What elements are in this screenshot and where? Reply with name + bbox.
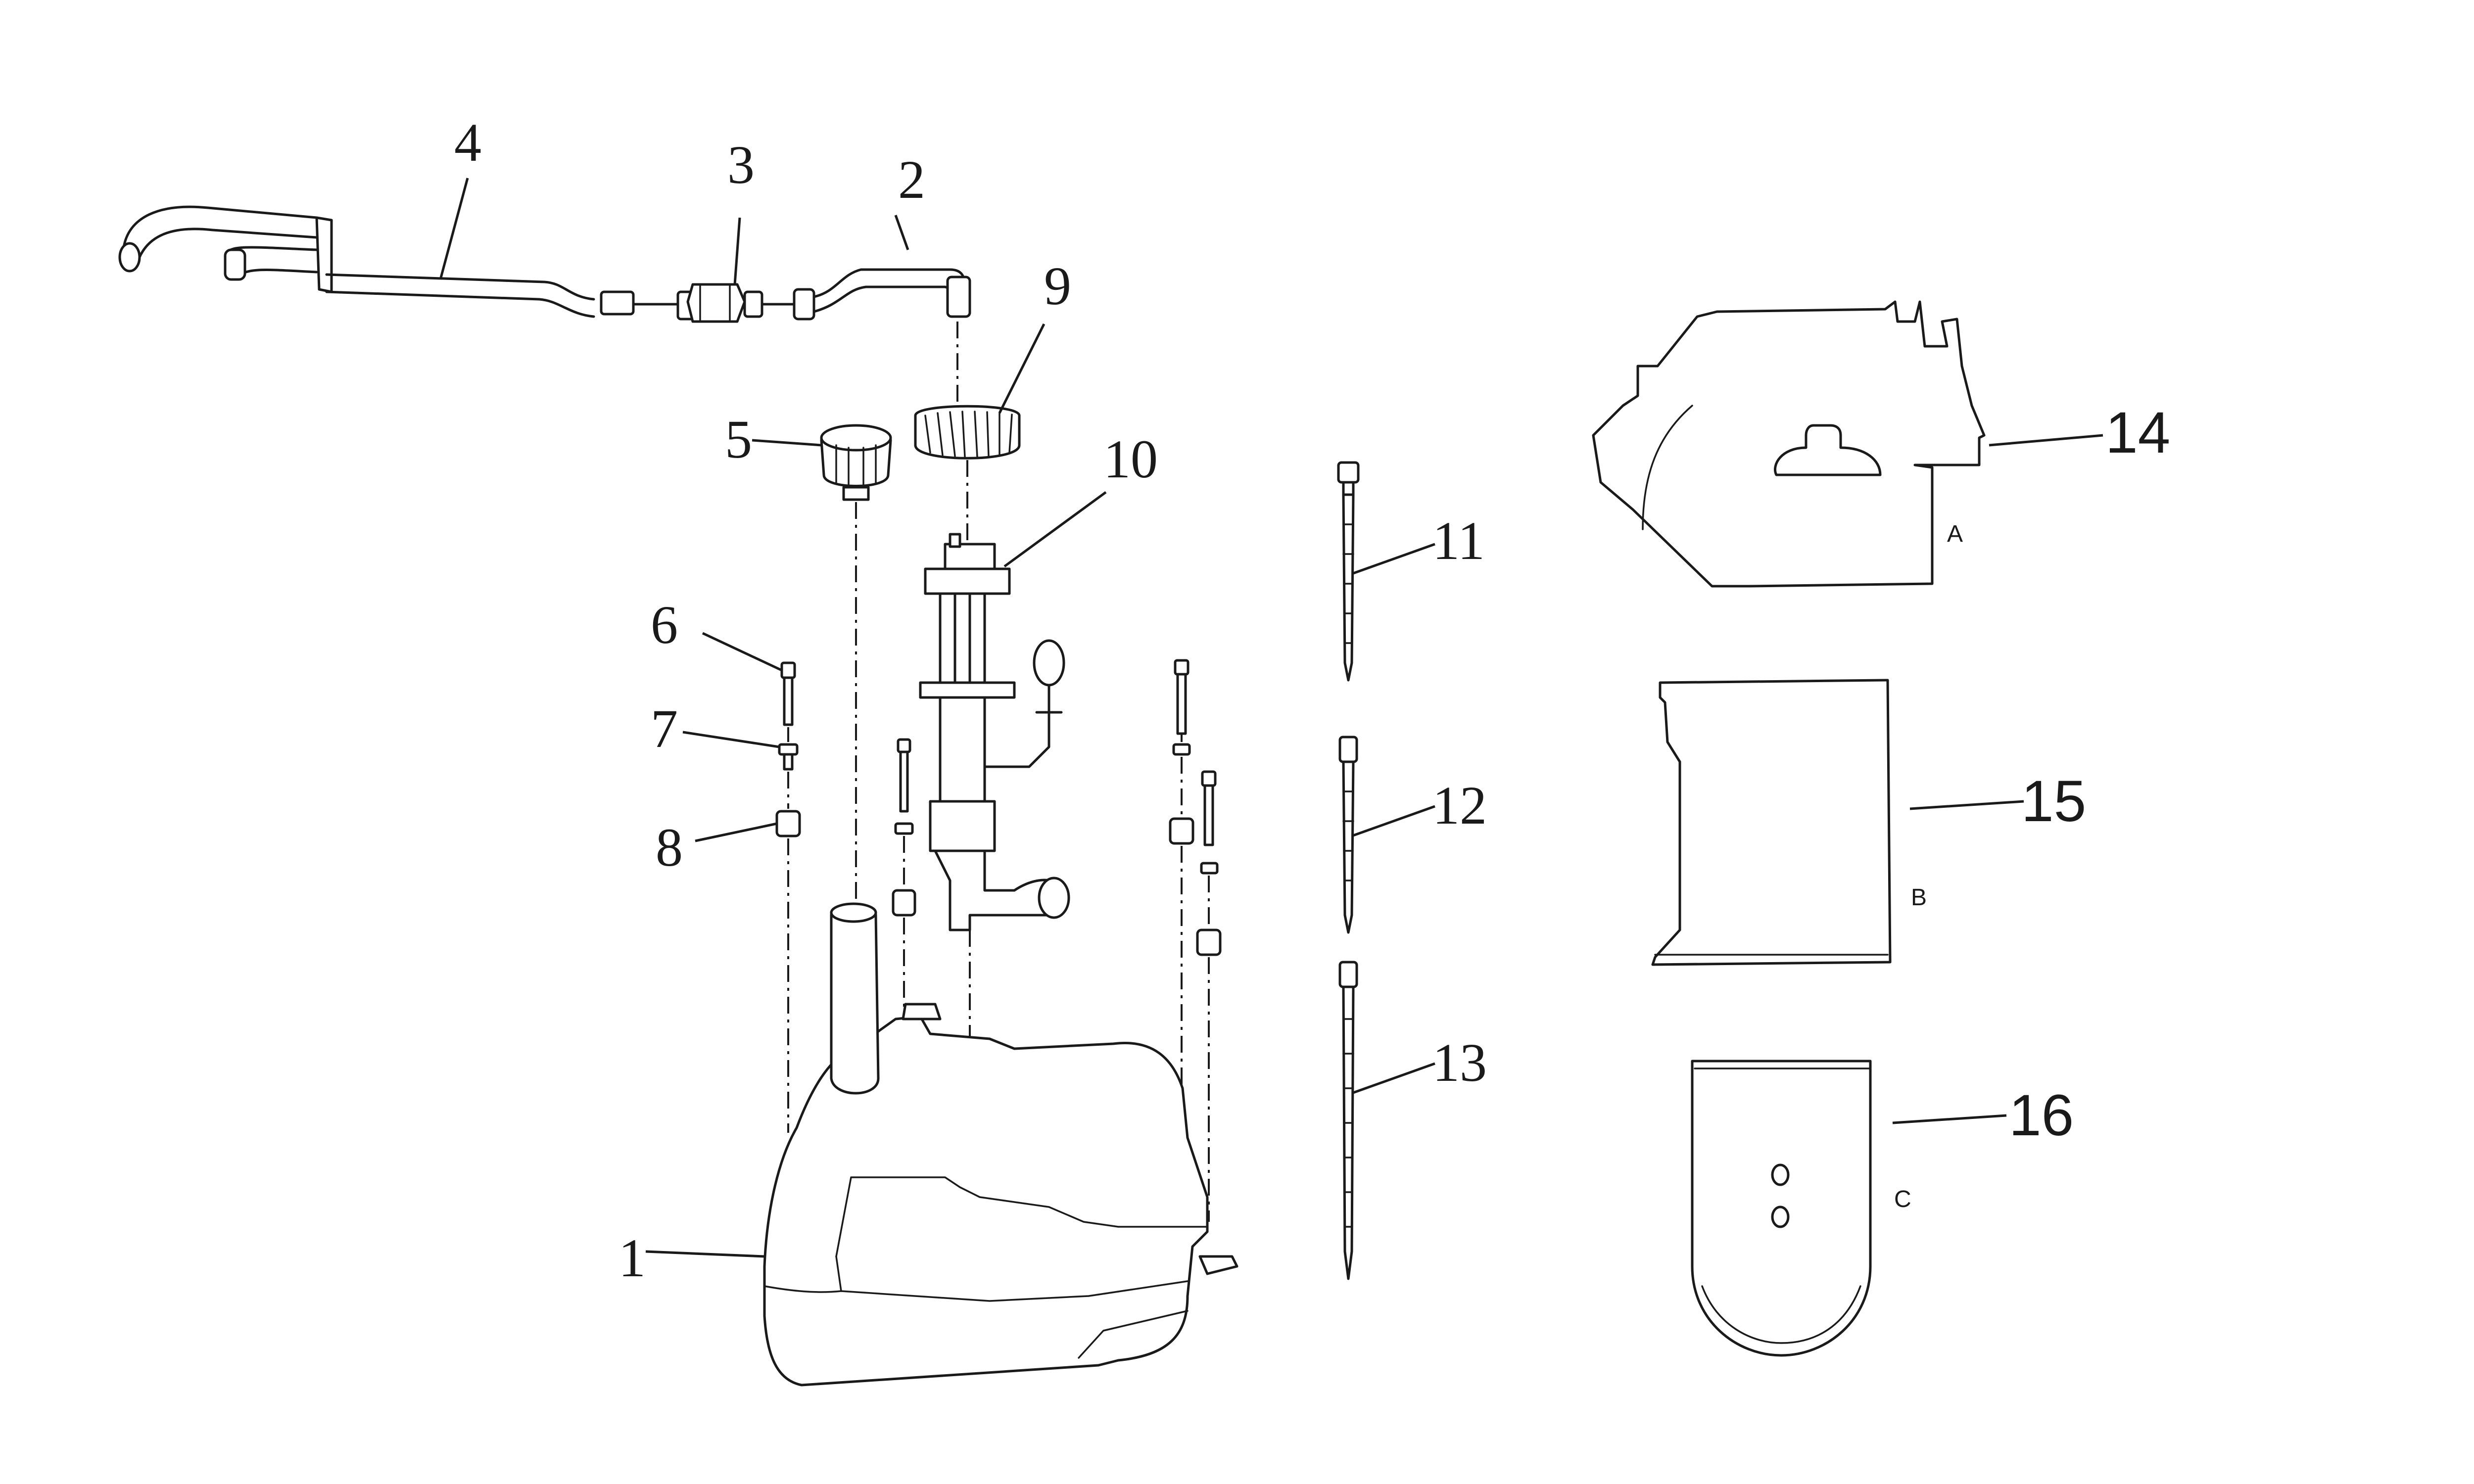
part-5-filler-cap	[820, 424, 892, 501]
part-16-shield-sheet	[1691, 1060, 1872, 1357]
callout-6: 6	[651, 595, 678, 655]
part-7-washer	[778, 743, 799, 771]
part-14-shield-sheet	[1592, 300, 1986, 588]
sheet-label-c: C	[1894, 1186, 1911, 1212]
part-13-cable-tie	[1338, 961, 1358, 1280]
callout-numbers: 1 2 3 4 5 6 7 8 9 10 11 12 13 14 15 16	[454, 112, 2170, 1288]
callout-14: 14	[2105, 400, 2170, 465]
bolt-set-right-b	[1196, 770, 1222, 956]
part-15-shield-sheet	[1651, 679, 1892, 966]
sheet-label-a: A	[1947, 521, 1963, 547]
callout-2: 2	[898, 149, 925, 210]
part-9-ribbed-cap	[914, 405, 1021, 460]
callout-7: 7	[651, 698, 678, 759]
bolt-set-center	[892, 738, 916, 917]
part-6-bolt	[780, 661, 796, 726]
callout-9: 9	[1044, 256, 1071, 316]
callout-11: 11	[1432, 510, 1485, 571]
leader-lines	[439, 178, 2103, 1258]
callout-3: 3	[727, 135, 755, 195]
callout-10: 10	[1103, 429, 1158, 489]
part-10-fuel-pump-unit	[919, 533, 1070, 931]
part-2-fuel-pipe	[793, 268, 971, 321]
part-1-fuel-tank	[763, 902, 1238, 1387]
callout-13: 13	[1432, 1032, 1487, 1093]
callout-8: 8	[656, 817, 683, 878]
part-4-fuel-hose	[118, 205, 684, 318]
callout-16: 16	[2009, 1083, 2074, 1148]
bolt-set-right-a	[1169, 659, 1194, 845]
callout-12: 12	[1432, 775, 1487, 835]
part-12-cable-tie	[1338, 736, 1358, 934]
callout-1: 1	[618, 1228, 646, 1288]
callout-15: 15	[2021, 769, 2086, 834]
callout-5: 5	[725, 409, 752, 469]
part-8-grommet	[775, 810, 801, 837]
part-11-cable-tie	[1337, 461, 1360, 682]
sheet-label-b: B	[1911, 884, 1927, 911]
part-3-fuel-filter	[676, 283, 798, 323]
callout-4: 4	[454, 112, 481, 173]
